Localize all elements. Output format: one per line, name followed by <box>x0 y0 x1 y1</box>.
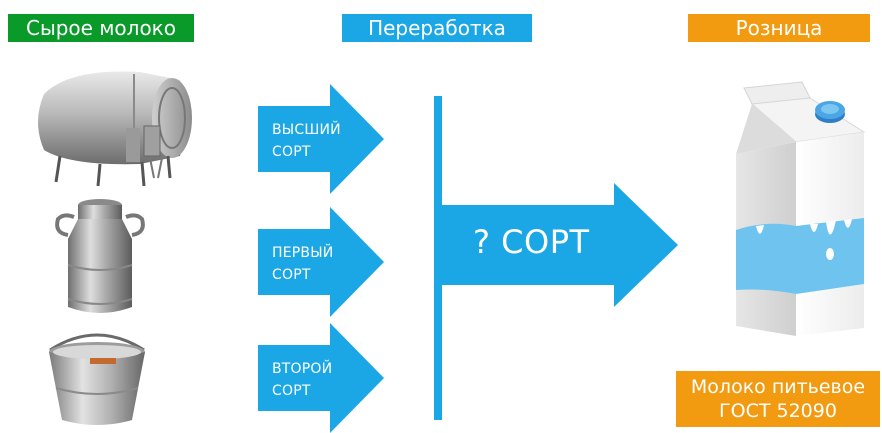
grade-arrow-first: ПЕРВЫЙ СОРТ <box>258 207 384 317</box>
grade-label-line1: ВЫСШИЙ <box>272 122 341 138</box>
grade-label-line2: СОРТ <box>272 267 311 283</box>
milk-carton-icon <box>726 80 878 342</box>
grade-label-line2: СОРТ <box>272 383 311 399</box>
bucket-icon <box>40 328 154 428</box>
grade-label-line2: СОРТ <box>272 144 311 160</box>
milk-can-icon <box>50 195 150 323</box>
result-arrow: ? СОРТ <box>438 183 678 307</box>
milk-tank-icon <box>30 58 198 190</box>
header-processing: Переработка <box>342 14 532 42</box>
header-raw-milk: Сырое молоко <box>8 14 194 42</box>
result-grade-label: ? СОРТ <box>473 223 590 261</box>
grade-arrow-highest: ВЫСШИЙ СОРТ <box>258 84 384 194</box>
product-name: Молоко питьевое <box>690 376 866 398</box>
grade-label-line1: ПЕРВЫЙ <box>272 245 334 261</box>
grade-label-line1: ВТОРОЙ <box>272 361 333 377</box>
product-standard: ГОСТ 52090 <box>719 400 837 422</box>
grade-arrow-second: ВТОРОЙ СОРТ <box>258 323 384 433</box>
header-retail: Розница <box>688 14 870 42</box>
product-label: Молоко питьевое ГОСТ 52090 <box>676 371 880 427</box>
